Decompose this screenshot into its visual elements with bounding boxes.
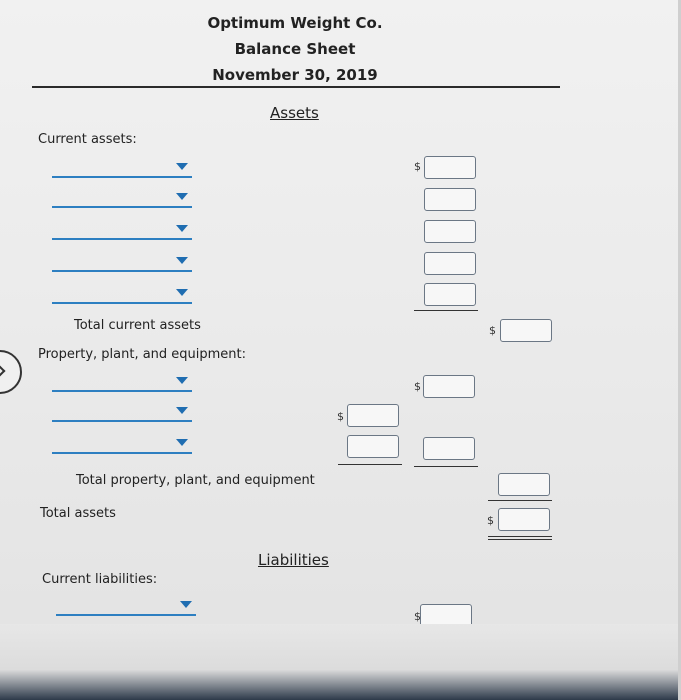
dollar-sign: $ (337, 410, 344, 423)
assets-heading: Assets (270, 104, 319, 122)
current-liabilities-label: Current liabilities: (42, 572, 158, 587)
chevron-down-icon (176, 377, 188, 384)
current-liability-select-1[interactable] (56, 596, 196, 616)
chevron-down-icon (176, 225, 188, 232)
current-asset-amount-3[interactable] (424, 220, 476, 243)
header-divider (32, 86, 560, 88)
ppe-select-1[interactable] (52, 372, 192, 392)
statement-date: November 30, 2019 (212, 66, 378, 84)
dollar-sign: $ (414, 610, 421, 623)
ppe-select-3[interactable] (52, 434, 192, 454)
total-current-assets-amount[interactable] (500, 319, 552, 342)
chevron-down-icon (176, 407, 188, 414)
ppe-amount-1[interactable] (423, 375, 475, 398)
dollar-sign: $ (489, 324, 496, 337)
chevron-down-icon (176, 193, 188, 200)
chevron-down-icon (176, 439, 188, 446)
ppe-net-amount[interactable] (423, 437, 475, 460)
current-asset-amount-1[interactable] (424, 156, 476, 179)
total-ppe-underline (488, 500, 552, 501)
chevron-down-icon (180, 601, 192, 608)
screen-right-edge (678, 0, 681, 700)
current-asset-select-5[interactable] (52, 284, 192, 304)
total-assets-amount[interactable] (498, 508, 550, 531)
ppe-label: Property, plant, and equipment: (38, 347, 247, 362)
chevron-right-icon (0, 362, 6, 380)
dollar-sign: $ (414, 160, 421, 173)
current-asset-select-3[interactable] (52, 220, 192, 240)
total-ppe-amount[interactable] (498, 473, 550, 496)
total-assets-double-underline (488, 536, 552, 540)
next-arrow-button[interactable] (0, 350, 22, 394)
chevron-down-icon (176, 289, 188, 296)
company-name: Optimum Weight Co. (207, 14, 383, 32)
total-ppe-label: Total property, plant, and equipment (76, 473, 315, 488)
ppe-net-underline (414, 466, 478, 467)
current-asset-select-4[interactable] (52, 252, 192, 272)
screen-bottom-edge (0, 624, 681, 700)
statement-title: Balance Sheet (234, 40, 356, 58)
dollar-sign: $ (414, 380, 421, 393)
total-assets-label: Total assets (40, 506, 116, 521)
chevron-down-icon (176, 257, 188, 264)
current-asset-amount-4[interactable] (424, 252, 476, 275)
current-asset-select-2[interactable] (52, 188, 192, 208)
ppe-underline (338, 464, 402, 465)
dollar-sign: $ (487, 514, 494, 527)
current-asset-amount-2[interactable] (424, 188, 476, 211)
current-assets-label: Current assets: (38, 132, 137, 147)
ppe-select-2[interactable] (52, 402, 192, 422)
ppe-accum-depr-amount[interactable] (347, 435, 399, 458)
total-current-assets-label: Total current assets (74, 318, 201, 333)
subtotal-underline (414, 310, 478, 311)
ppe-cost-amount[interactable] (347, 404, 399, 427)
chevron-down-icon (176, 163, 188, 170)
current-asset-amount-5[interactable] (424, 283, 476, 306)
liabilities-heading: Liabilities (258, 551, 329, 569)
current-asset-select-1[interactable] (52, 158, 192, 178)
